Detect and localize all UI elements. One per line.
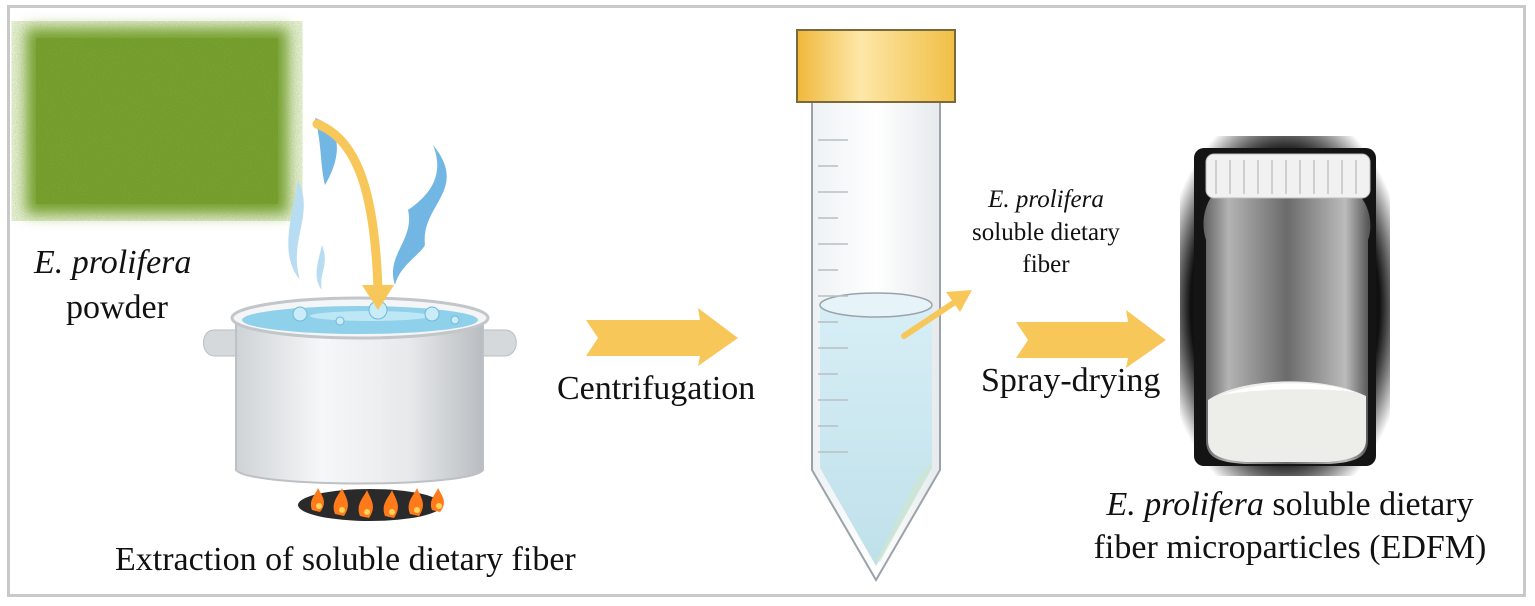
step-arrow-1 [586,308,738,366]
product-species: E. prolifera [1106,486,1264,523]
cooking-pot-icon [203,296,517,485]
extraction-step-label: Extraction of soluble dietary fiber [115,541,576,578]
powder-word-label: powder [66,289,168,326]
product-line2: fiber microparticles (EDFM) [1093,528,1487,566]
centrifuge-tube-icon [796,29,956,582]
supernatant-label: E. prolifera soluble dietary fiber [940,184,1152,282]
centrifugation-step-label: Centrifugation [557,370,756,407]
supernatant-arrow [901,290,972,339]
flame-burner-icon [298,488,444,521]
jar-icon [1180,136,1390,476]
powder-species-label: E. prolifera [34,244,192,281]
step-arrow-2 [1016,310,1166,368]
spray-drying-step-label: Spray-drying [981,362,1161,399]
supernatant-line3: fiber [1022,251,1070,278]
algae-powder-image [26,28,288,214]
powder-to-pot-arrow [312,119,394,310]
product-line1: E. prolifera soluble dietary [1078,484,1502,527]
supernatant-line2: soluble dietary [972,218,1120,246]
figure-frame [7,5,1526,597]
supernatant-species: E. prolifera [988,186,1104,213]
product-line1-rest: soluble dietary [1263,486,1474,523]
product-label: E. prolifera soluble dietary fiber micro… [1078,484,1502,569]
